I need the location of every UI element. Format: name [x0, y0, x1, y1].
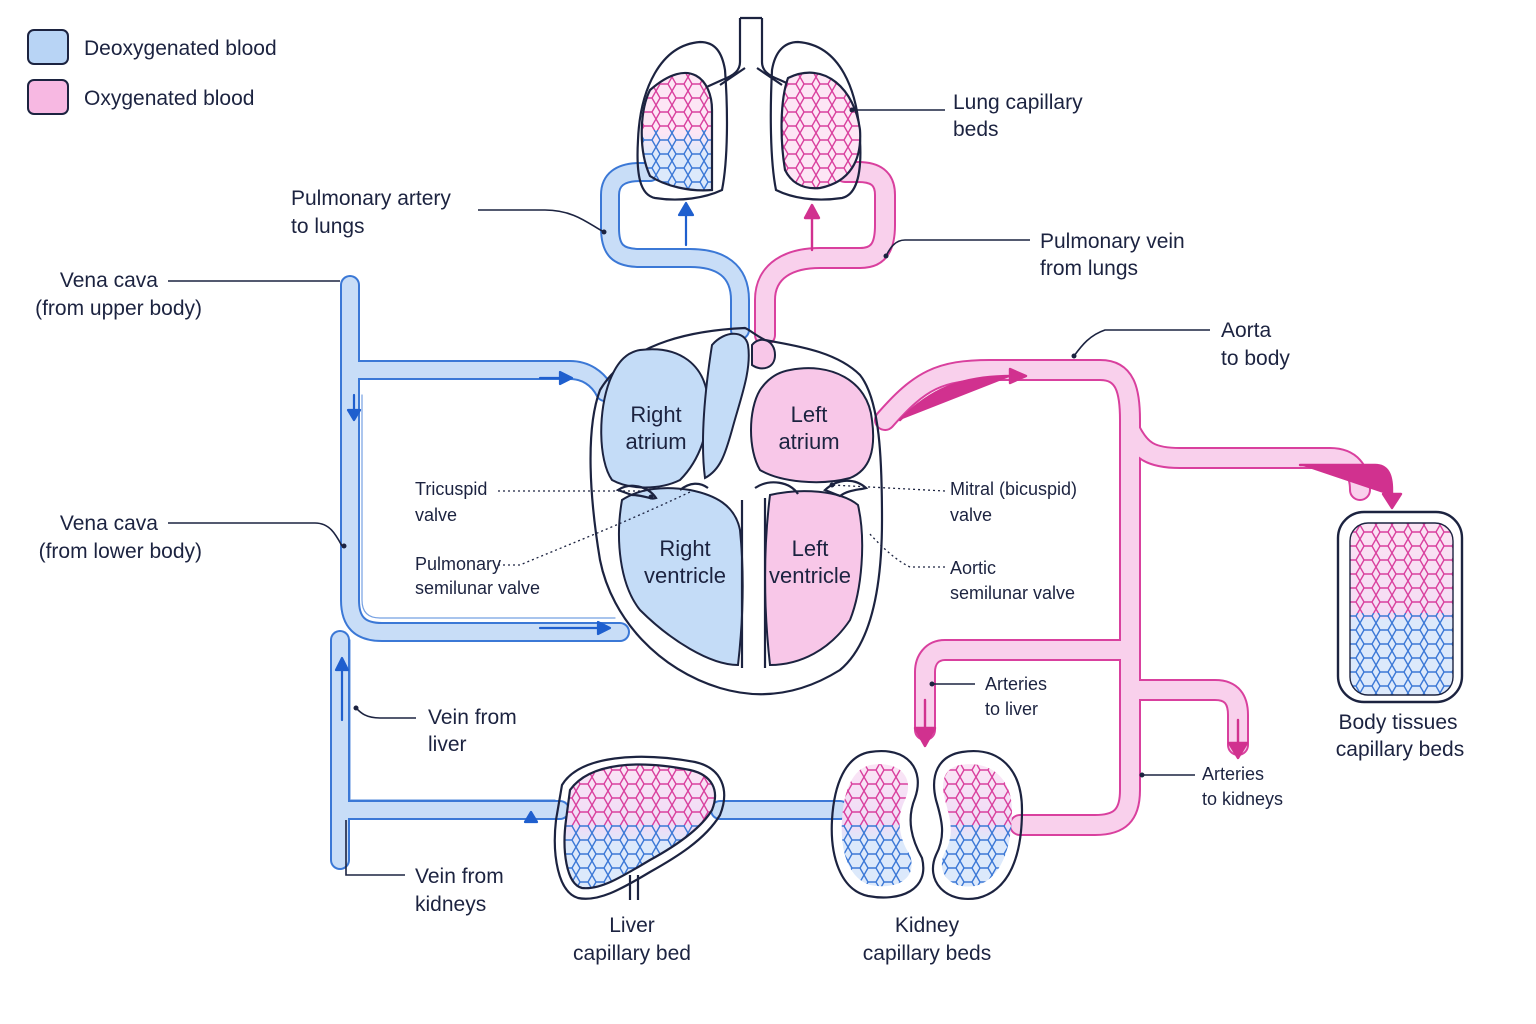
- mitral-label-2: valve: [950, 505, 992, 525]
- legend-swatch-deoxygenated: [27, 29, 69, 65]
- pulmonary-semilunar-valve: [679, 482, 709, 491]
- lungs: [636, 16, 862, 201]
- tricuspid-label-2: valve: [415, 505, 457, 525]
- tricuspid-valve: [615, 484, 658, 500]
- aorta-label: Aorta: [1221, 319, 1272, 342]
- pulmonary-semilunar-label-2: semilunar valve: [415, 578, 540, 598]
- text-labels: Lung capillary beds Pulmonary artery to …: [35, 91, 1464, 965]
- pulmonary-vein-label: Pulmonary vein: [1040, 230, 1185, 253]
- arteries-kidneys-label-2: to kidneys: [1202, 789, 1283, 809]
- legend-label-deoxygenated: Deoxygenated blood: [84, 37, 277, 60]
- left-lung: [636, 40, 729, 201]
- leader-lines: [168, 107, 1210, 876]
- liver-bed-label-2: capillary bed: [573, 942, 691, 965]
- flow-arrows-blue: [334, 201, 695, 824]
- left-atrium: [750, 367, 875, 484]
- right-atrium: [600, 348, 710, 489]
- aortic-semilunar-valve: [754, 481, 799, 495]
- legend: Deoxygenated blood Oxygenated blood: [27, 29, 277, 115]
- right-ventricle-label-2: ventricle: [644, 563, 726, 588]
- left-ventricle-label-2: ventricle: [769, 563, 851, 588]
- kidney-beds-label: Kidney: [895, 914, 960, 937]
- pulmonary-artery-label-2: to lungs: [291, 215, 365, 238]
- pulmonary-artery-label: Pulmonary artery: [291, 187, 451, 210]
- right-kidney: [931, 749, 1024, 901]
- vein-liver-label: Vein from: [428, 706, 517, 729]
- liver: [553, 755, 726, 900]
- body-tissues-label: Body tissues: [1338, 711, 1457, 734]
- right-atrium-label-2: atrium: [625, 429, 686, 454]
- body-tissues: [1336, 510, 1464, 704]
- mitral-valve: [822, 479, 869, 498]
- liver-capillary-bed: [564, 764, 716, 889]
- right-kidney-capillary-bed: [941, 764, 1012, 887]
- tricuspid-label: Tricuspid: [415, 479, 487, 499]
- body-tissues-label-2: capillary beds: [1336, 738, 1464, 761]
- pulmonary-vein-label-2: from lungs: [1040, 257, 1138, 280]
- arteries-liver-label: Arteries: [985, 674, 1047, 694]
- flow-arrows-pink: [803, 203, 1403, 760]
- vein-kidneys-label: Vein from: [415, 865, 504, 888]
- aortic-semilunar-label-2: semilunar valve: [950, 583, 1075, 603]
- deoxygenated-vessels: [330, 162, 850, 870]
- vein-liver-label-2: liver: [428, 733, 467, 756]
- liver-bed-label: Liver: [609, 914, 655, 937]
- left-atrium-label: Left: [791, 402, 828, 427]
- vena-cava-lower-label-2: (from lower body): [39, 540, 202, 563]
- legend-label-oxygenated: Oxygenated blood: [84, 87, 254, 110]
- right-ventricle-label: Right: [659, 536, 710, 561]
- vena-cava-upper-label-2: (from upper body): [35, 297, 202, 320]
- arteries-liver-label-2: to liver: [985, 699, 1038, 719]
- mitral-label: Mitral (bicuspid): [950, 479, 1077, 499]
- vena-cava-upper-label: Vena cava: [60, 269, 158, 292]
- kidneys: [830, 749, 1024, 901]
- left-ventricle-label: Left: [792, 536, 829, 561]
- left-kidney: [830, 749, 925, 899]
- body-tissues-capillary-bed: [1350, 523, 1453, 695]
- legend-swatch-oxygenated: [27, 79, 69, 115]
- heart: Right atrium Right ventricle Left atrium…: [589, 326, 884, 696]
- aortic-semilunar-label: Aortic: [950, 558, 996, 578]
- vena-cava-lower-label: Vena cava: [60, 512, 158, 535]
- kidney-beds-label-2: capillary beds: [863, 942, 991, 965]
- oxygenated-vessels: [754, 161, 1403, 836]
- arteries-kidneys-label: Arteries: [1202, 764, 1264, 784]
- lung-capillary-label-2: beds: [953, 118, 999, 141]
- heart-outline: [589, 326, 884, 696]
- lung-capillary-label: Lung capillary: [953, 91, 1083, 114]
- left-atrium-label-2: atrium: [778, 429, 839, 454]
- aorta-label-2: to body: [1221, 347, 1290, 370]
- right-lung: [769, 40, 862, 201]
- vein-kidneys-label-2: kidneys: [415, 893, 486, 916]
- pulmonary-semilunar-label: Pulmonary: [415, 554, 501, 574]
- right-atrium-label: Right: [630, 402, 681, 427]
